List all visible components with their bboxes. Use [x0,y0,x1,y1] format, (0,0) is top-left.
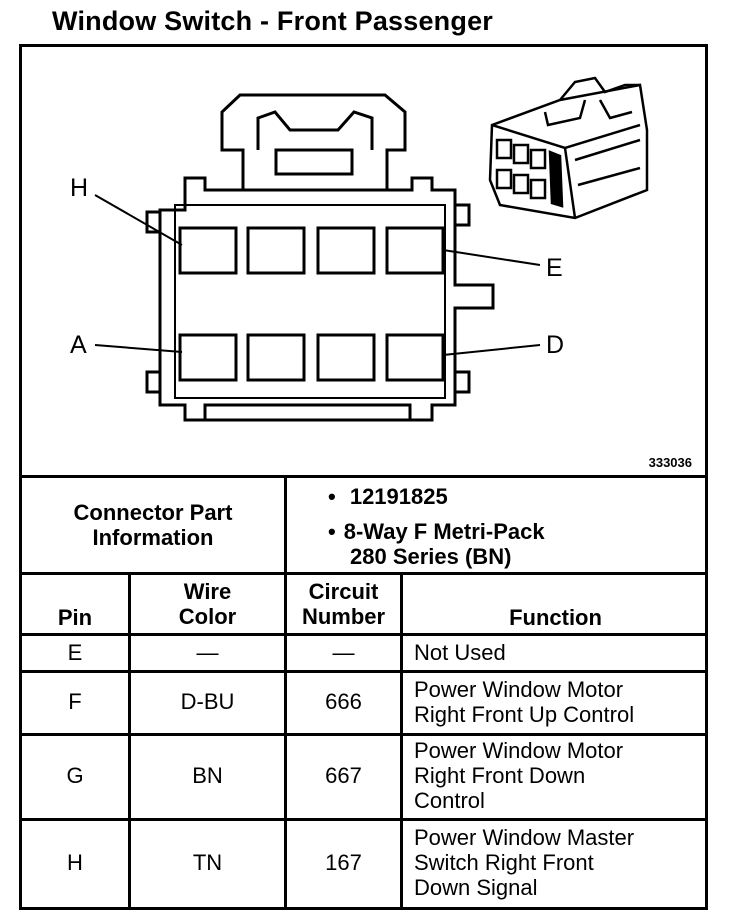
table-divider-row-f [19,733,708,736]
leader-e [442,249,541,266]
table-divider-header [19,633,708,636]
row-g-function: Power Window Motor Right Front Down Cont… [414,738,624,813]
connector-part-number: • 12191825 [328,484,448,509]
row-e-function: Not Used [414,640,506,665]
header-pin: Pin [57,605,93,630]
table-divider-top [19,475,708,478]
header-wire-color: Wire Color [178,579,237,629]
row-h-function: Power Window Master Switch Right Front D… [414,825,635,900]
cavity-g [246,226,306,275]
leader-a [94,344,183,353]
cavity-e [385,226,445,275]
table-divider-row-e [19,670,708,673]
row-f-function: Power Window Motor Right Front Up Contro… [414,677,635,727]
cavity-b [246,333,306,382]
table-vertical-pin [128,572,131,910]
table-vertical-wire [284,572,287,910]
connector-description: •8-Way F Metri-Pack 280 Series (BN) [328,519,545,569]
leader-d [442,344,541,356]
pin-label-h: H [70,174,89,202]
row-e-pin: E [67,640,83,665]
row-f-circuit: 666 [325,689,362,714]
connector-isometric-icon [488,76,649,220]
pin-label-d: D [546,331,565,359]
table-vertical-info [284,475,287,575]
header-function: Function [509,605,602,630]
table-vertical-circuit [400,572,403,910]
cavity-a [178,333,238,382]
connector-latch [220,93,407,190]
row-h-wire: TN [192,850,223,875]
connector-info-label: Connector Part Information [73,500,233,550]
cavity-d [385,333,445,382]
row-h-circuit: 167 [325,850,362,875]
header-circuit-number: Circuit Number [301,579,386,629]
pin-label-e: E [546,254,563,282]
row-f-wire: D-BU [180,689,235,714]
row-e-wire: — [196,640,219,665]
pin-label-a: A [70,331,87,359]
cavity-c [316,333,376,382]
row-g-wire: BN [192,763,223,788]
cavity-h [178,226,238,275]
row-e-circuit: — [332,640,355,665]
row-h-pin: H [67,850,83,875]
connector-face-diagram [94,76,649,422]
figure-number: 333036 [648,455,692,470]
page-title: Window Switch - Front Passenger [52,6,493,36]
leader-h [94,194,183,246]
table-divider-row-g [19,818,708,821]
row-g-circuit: 667 [325,763,362,788]
connector-body [158,176,495,422]
table-divider-info [19,572,708,575]
row-g-pin: G [66,763,84,788]
row-f-pin: F [68,689,82,714]
cavity-f [316,226,376,275]
